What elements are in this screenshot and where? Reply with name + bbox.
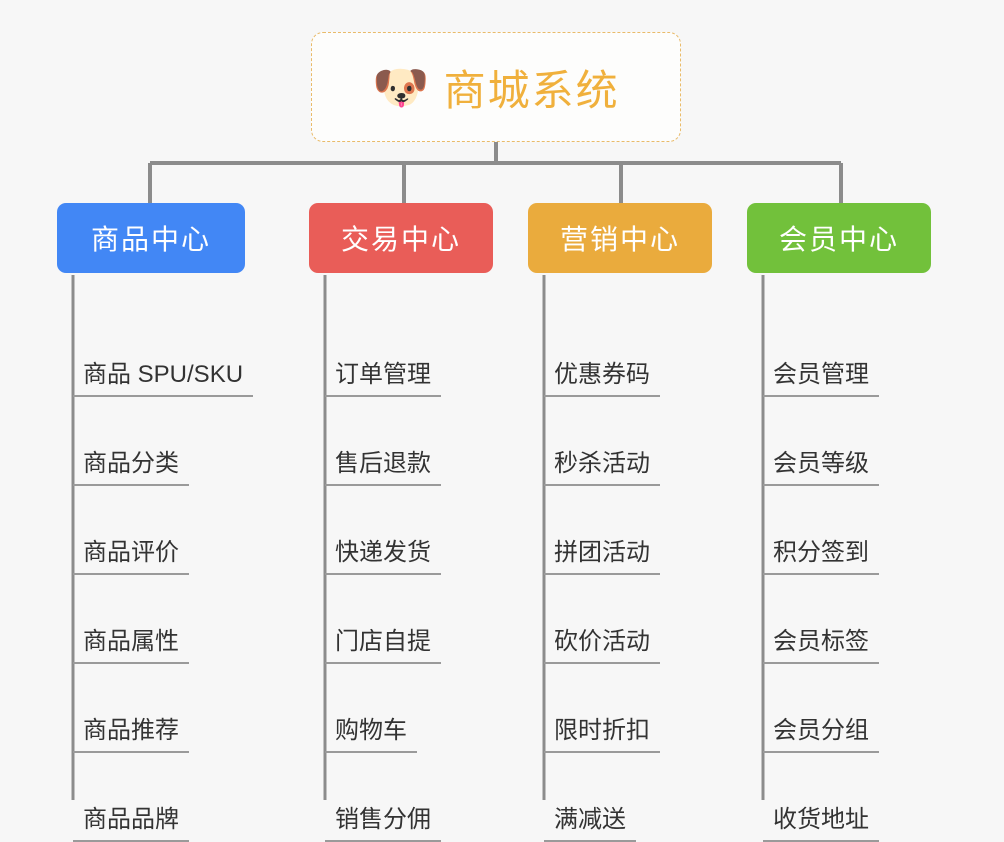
category-box-3[interactable]: 会员中心 — [747, 203, 931, 273]
category-label-1: 交易中心 — [340, 224, 461, 255]
leaf-label: 砍价活动 — [544, 628, 660, 664]
leaf-item[interactable]: 售后退款 — [325, 434, 441, 486]
branch-column-0: 商品中心 商品 SPU/SKU 商品分类 商品评价 商品属性 商品推荐 商品品牌 — [57, 203, 254, 842]
leaf-item[interactable]: 商品属性 — [73, 612, 189, 664]
leaf-label: 收货地址 — [763, 806, 879, 842]
leaf-label: 商品 SPU/SKU — [73, 361, 254, 397]
leaf-label: 会员等级 — [763, 450, 879, 486]
leaf-item[interactable]: 商品推荐 — [73, 701, 189, 753]
leaf-label: 会员分组 — [763, 717, 879, 753]
category-box-0[interactable]: 商品中心 — [57, 203, 245, 273]
category-label-2: 营销中心 — [559, 224, 680, 255]
leaf-item[interactable]: 商品分类 — [73, 434, 189, 486]
leaf-item[interactable]: 秒杀活动 — [544, 434, 660, 486]
leaf-item[interactable]: 会员管理 — [763, 345, 879, 397]
leaf-item[interactable]: 快递发货 — [325, 523, 441, 575]
leaf-label: 优惠券码 — [544, 361, 660, 397]
root-node[interactable]: 🐶 商城系统 — [311, 32, 681, 142]
leaf-label: 拼团活动 — [544, 539, 660, 575]
category-box-1[interactable]: 交易中心 — [309, 203, 493, 273]
leaf-item[interactable]: 会员等级 — [763, 434, 879, 486]
leaf-label: 购物车 — [325, 717, 417, 753]
leaf-item[interactable]: 商品品牌 — [73, 790, 189, 842]
leaf-item[interactable]: 购物车 — [325, 701, 417, 753]
branch-column-1: 交易中心 订单管理 售后退款 快递发货 门店自提 购物车 销售分佣 — [309, 203, 493, 842]
leaf-label: 商品品牌 — [73, 806, 189, 842]
dog-face-icon: 🐶 — [372, 61, 430, 113]
leaf-label: 订单管理 — [325, 361, 441, 397]
leaf-label: 会员管理 — [763, 361, 879, 397]
category-label-0: 商品中心 — [90, 224, 211, 255]
leaf-item[interactable]: 砍价活动 — [544, 612, 660, 664]
leaf-label: 售后退款 — [325, 450, 441, 486]
leaf-label: 商品推荐 — [73, 717, 189, 753]
category-label-3: 会员中心 — [778, 224, 899, 255]
leaf-label: 商品属性 — [73, 628, 189, 664]
branch-column-3: 会员中心 会员管理 会员等级 积分签到 会员标签 会员分组 收货地址 — [747, 203, 931, 842]
leaf-label: 商品评价 — [73, 539, 189, 575]
leaf-label: 快递发货 — [325, 539, 441, 575]
leaf-item[interactable]: 拼团活动 — [544, 523, 660, 575]
leaf-label: 销售分佣 — [325, 806, 441, 842]
leaf-item[interactable]: 收货地址 — [763, 790, 879, 842]
leaf-item[interactable]: 会员分组 — [763, 701, 879, 753]
root-node-title: 商城系统 — [443, 66, 620, 114]
leaf-item[interactable]: 满减送 — [544, 790, 636, 842]
leaf-item[interactable]: 销售分佣 — [325, 790, 441, 842]
leaf-item[interactable]: 会员标签 — [763, 612, 879, 664]
category-box-2[interactable]: 营销中心 — [528, 203, 712, 273]
leaf-label: 秒杀活动 — [544, 450, 660, 486]
leaf-item[interactable]: 积分签到 — [763, 523, 879, 575]
leaf-label: 积分签到 — [763, 539, 879, 575]
leaf-item[interactable]: 商品 SPU/SKU — [73, 345, 254, 397]
leaf-label: 门店自提 — [325, 628, 441, 664]
branch-column-2: 营销中心 优惠券码 秒杀活动 拼团活动 砍价活动 限时折扣 满减送 — [528, 203, 712, 842]
leaf-item[interactable]: 商品评价 — [73, 523, 189, 575]
leaf-label: 限时折扣 — [544, 717, 660, 753]
leaf-label: 会员标签 — [763, 628, 879, 664]
leaf-item[interactable]: 订单管理 — [325, 345, 441, 397]
leaf-item[interactable]: 限时折扣 — [544, 701, 660, 753]
leaf-item[interactable]: 门店自提 — [325, 612, 441, 664]
leaf-item[interactable]: 优惠券码 — [544, 345, 660, 397]
leaf-label: 满减送 — [544, 806, 636, 842]
leaf-label: 商品分类 — [73, 450, 189, 486]
